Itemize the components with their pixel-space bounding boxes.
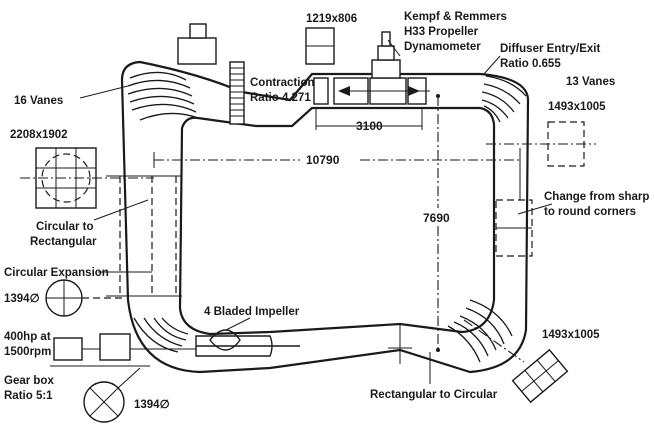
corner-vanes-bottom-right xyxy=(447,299,513,363)
label-1493-bottom: 1493x1005 xyxy=(542,329,600,341)
corner-vanes-top-left xyxy=(127,71,199,121)
right-corner-section xyxy=(495,199,533,257)
label-hp-1: 400hp at xyxy=(4,331,51,343)
motor-gearbox xyxy=(50,333,196,367)
label-diffuser-1: Diffuser Entry/Exit xyxy=(500,43,600,55)
label-circ-rect-1: Circular to xyxy=(36,221,94,233)
section-1219-box xyxy=(305,27,335,65)
dynamometer xyxy=(371,31,401,79)
label-contraction-2: Ratio 4.271 xyxy=(250,92,311,104)
corner-vanes-bottom-left xyxy=(133,317,189,353)
dimension-10790: 10790 xyxy=(153,148,521,200)
section-1493-box-top xyxy=(486,121,596,167)
label-16-vanes: 16 Vanes xyxy=(14,95,63,107)
label-hp-2: 1500rpm xyxy=(4,346,51,358)
dimension-3100: 3100 xyxy=(315,108,423,133)
dim-7690-label: 7690 xyxy=(423,211,450,225)
contraction-screens xyxy=(229,61,245,125)
label-kempf-1: Kempf & Remmers xyxy=(404,11,507,23)
corner-vanes-top-right xyxy=(481,75,527,123)
working-section xyxy=(313,77,430,105)
left-expansion-dashed xyxy=(106,175,182,297)
label-1394-b: 1394∅ xyxy=(134,399,170,411)
leader-lines xyxy=(79,39,553,384)
label-2208: 2208x1902 xyxy=(10,129,68,141)
dimension-7690: 7690 xyxy=(423,94,450,352)
label-diffuser-2: Ratio 0.655 xyxy=(500,58,561,70)
label-gearbox-2: Ratio 5:1 xyxy=(4,390,53,402)
label-kempf-3: Dynamometer xyxy=(404,41,481,53)
section-1394-circle-a xyxy=(45,279,124,317)
label-impeller: 4 Bladed Impeller xyxy=(204,306,300,318)
top-left-box xyxy=(177,23,217,65)
dim-3100-label: 3100 xyxy=(356,119,383,133)
label-change-2: to round corners xyxy=(544,206,636,218)
impeller xyxy=(195,329,300,357)
label-circ-expansion: Circular Expansion xyxy=(4,267,109,279)
label-kempf-2: H33 Propeller xyxy=(404,26,479,38)
label-circ-rect-2: Rectangular xyxy=(30,236,97,248)
label-rect-circ: Rectangular to Circular xyxy=(370,389,498,401)
label-1493-top: 1493x1005 xyxy=(548,101,606,113)
label-1394-a: 1394∅ xyxy=(4,293,40,305)
section-2208-grid xyxy=(20,147,154,209)
label-change-1: Change from sharp xyxy=(544,191,649,203)
label-gearbox-1: Gear box xyxy=(4,375,54,387)
label-13-vanes: 13 Vanes xyxy=(566,76,615,88)
dim-10790-label: 10790 xyxy=(306,153,340,167)
section-1493-box-bottom xyxy=(463,319,569,404)
rect-to-circ-marker xyxy=(388,324,412,364)
tunnel-outer-wall xyxy=(120,60,530,374)
label-1219: 1219x806 xyxy=(306,13,357,25)
section-1394-circle-b xyxy=(83,367,141,423)
label-contraction-1: Contraction xyxy=(250,77,315,89)
